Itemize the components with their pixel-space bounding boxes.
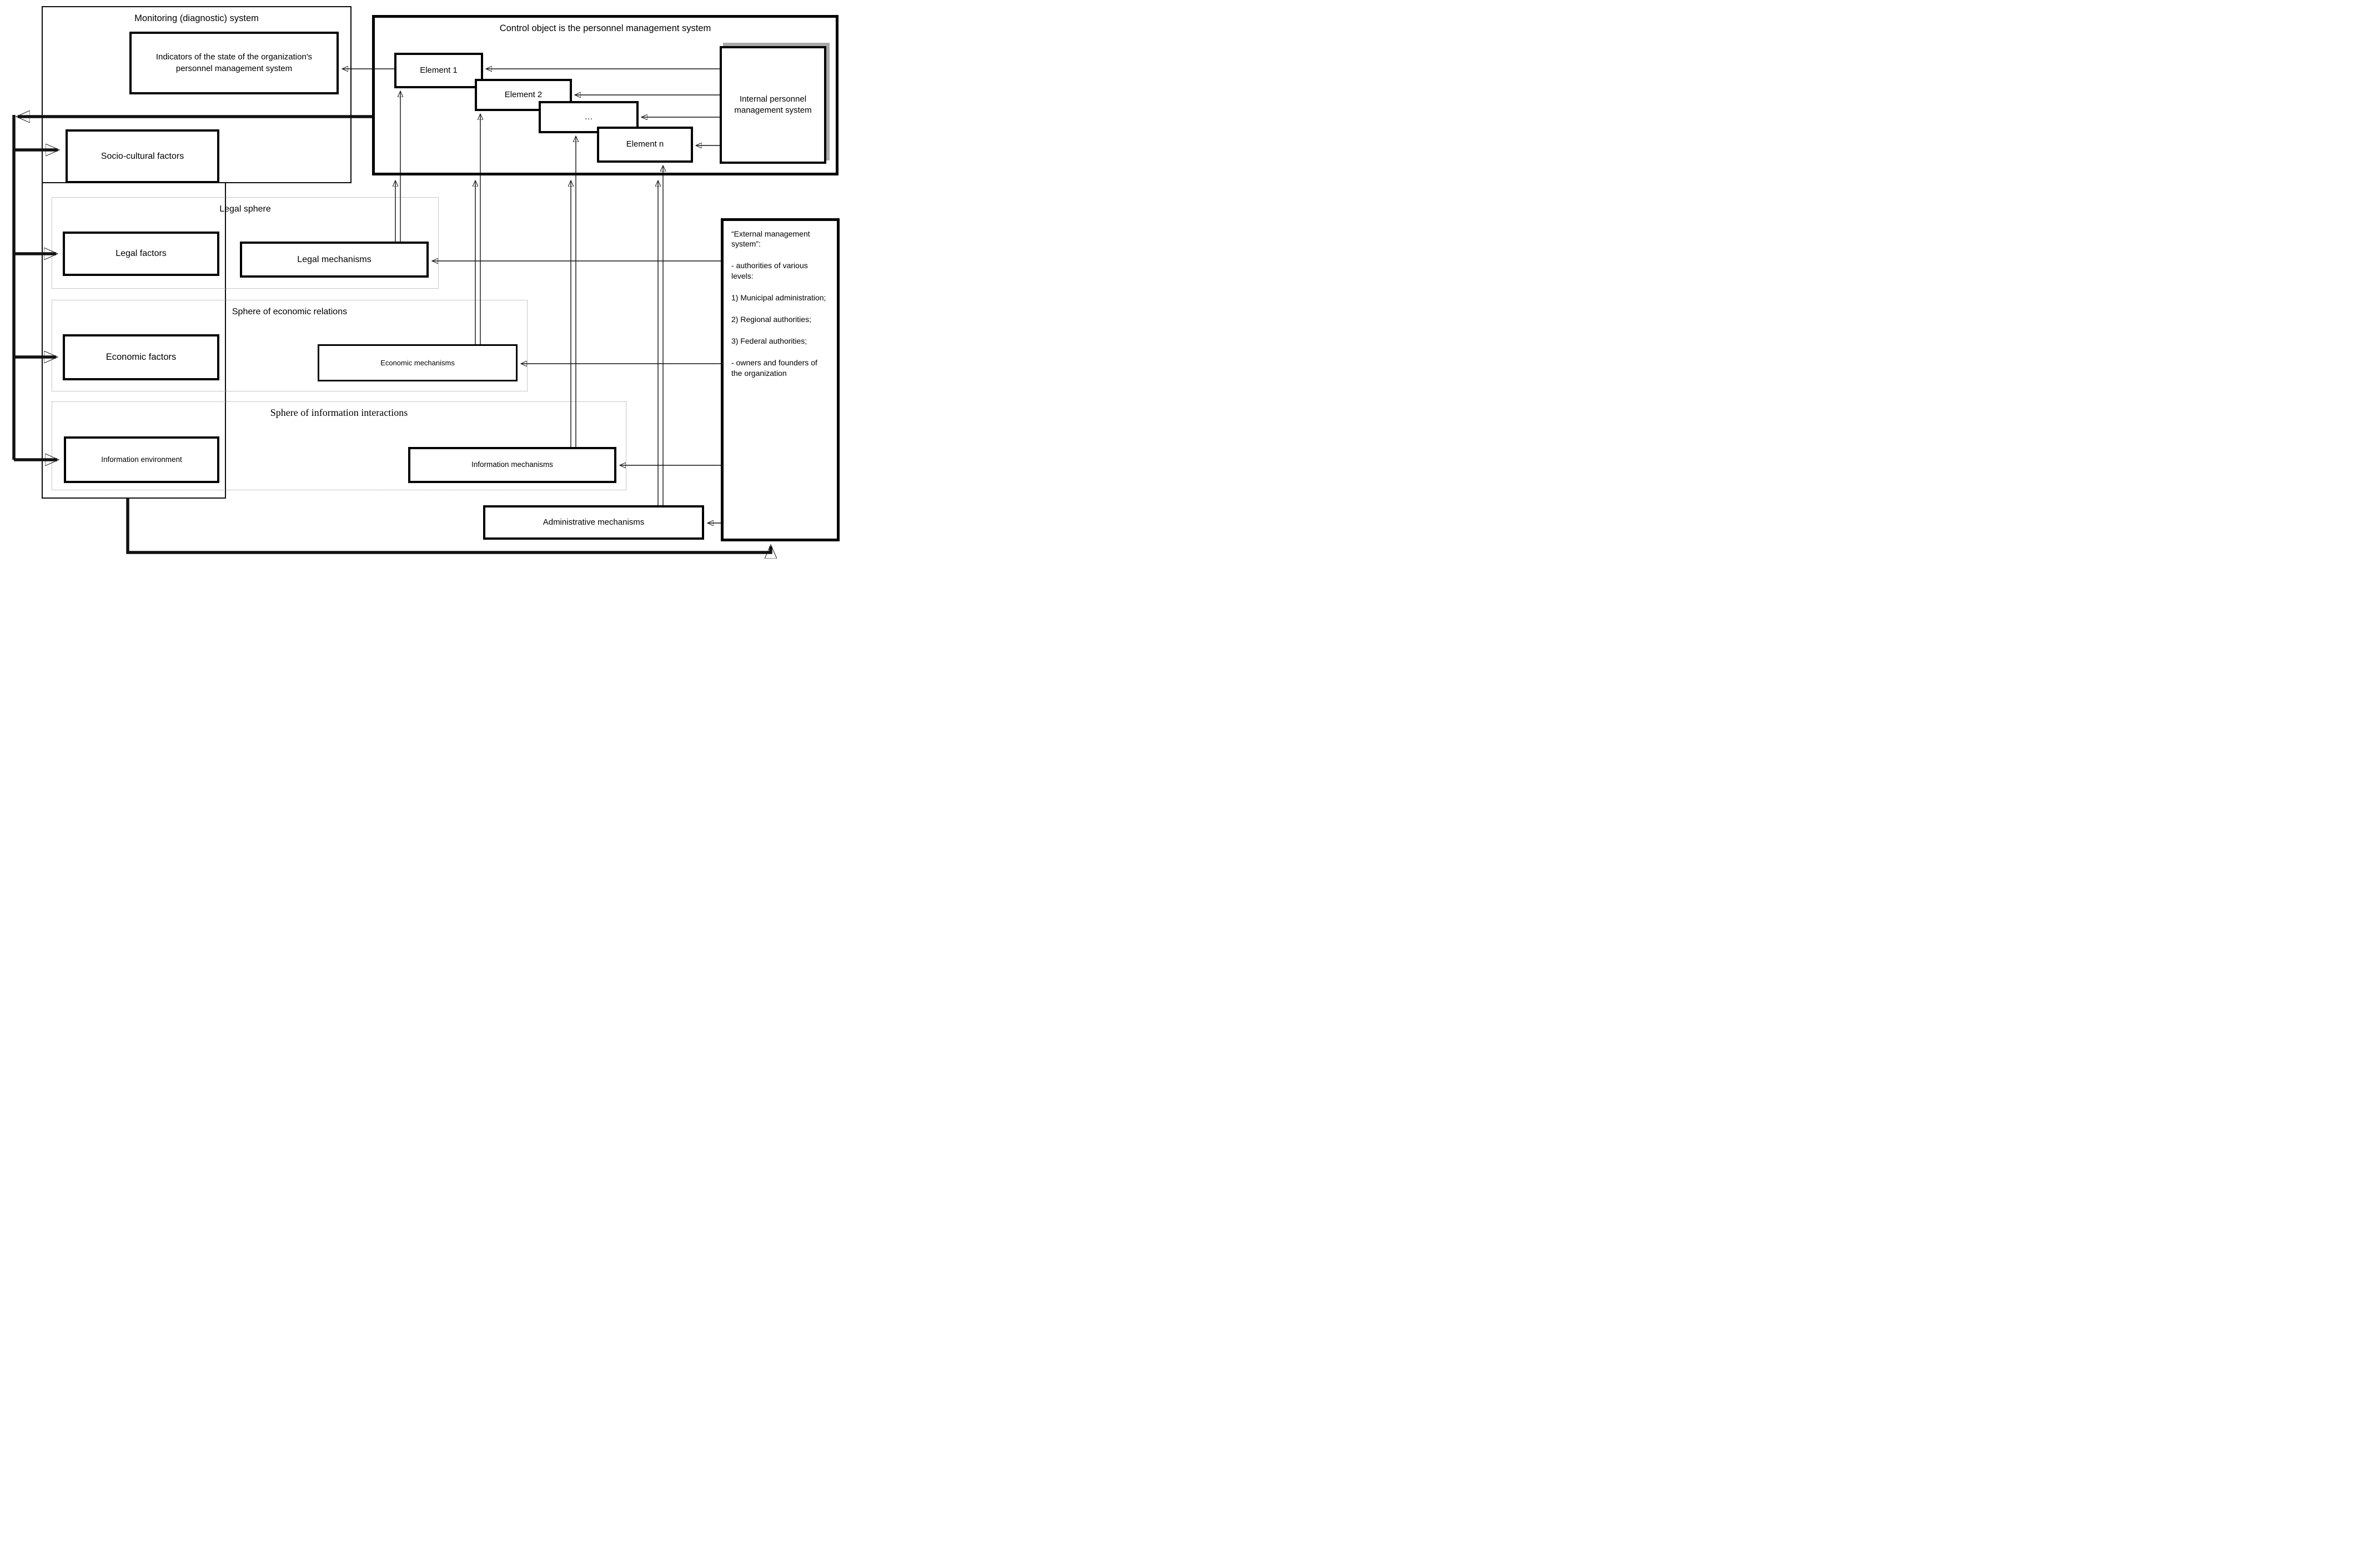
external-item-federal: 3) Federal authorities; bbox=[731, 336, 807, 346]
information-mechanisms-box: Information mechanisms bbox=[408, 447, 616, 483]
economic-factors-box: Economic factors bbox=[63, 334, 219, 380]
socio-cultural-factors-box: Socio-cultural factors bbox=[66, 129, 219, 183]
control-object-title: Control object is the personnel manageme… bbox=[499, 23, 711, 33]
legal-factors-box: Legal factors bbox=[63, 232, 219, 276]
legal-mechanisms-box: Legal mechanisms bbox=[240, 242, 429, 278]
external-item-owners: - owners and founders of the organizatio… bbox=[731, 358, 817, 378]
information-sphere-container bbox=[52, 401, 626, 490]
information-environment-box: Information environment bbox=[64, 436, 219, 483]
legal-sphere-container bbox=[52, 197, 439, 289]
economic-sphere-title: Sphere of economic relations bbox=[232, 307, 348, 316]
information-sphere-title: Sphere of information interactions bbox=[270, 407, 408, 418]
diagram-canvas: Monitoring (diagnostic) system Indicator… bbox=[0, 0, 858, 562]
internal-personnel-management-box: Internal personnel management system bbox=[720, 46, 826, 164]
monitoring-system-title: Monitoring (diagnostic) system bbox=[134, 13, 259, 23]
economic-sphere-container bbox=[52, 300, 528, 391]
element-1-box: Element 1 bbox=[394, 53, 483, 88]
administrative-mechanisms-box: Administrative mechanisms bbox=[483, 505, 704, 540]
external-item-regional: 2) Regional authorities; bbox=[731, 314, 811, 324]
economic-mechanisms-box: Economic mechanisms bbox=[318, 344, 518, 381]
external-item-municipal: 1) Municipal administration; bbox=[731, 293, 826, 302]
external-management-system-box: “External management system”: - authorit… bbox=[721, 218, 840, 541]
element-n-box: Element n bbox=[597, 127, 693, 163]
legal-sphere-title: Legal sphere bbox=[219, 204, 271, 214]
indicators-box: Indicators of the state of the organizat… bbox=[129, 32, 339, 94]
external-item-authorities: - authorities of various levels: bbox=[731, 261, 808, 280]
external-heading: “External management system”: bbox=[731, 229, 810, 249]
